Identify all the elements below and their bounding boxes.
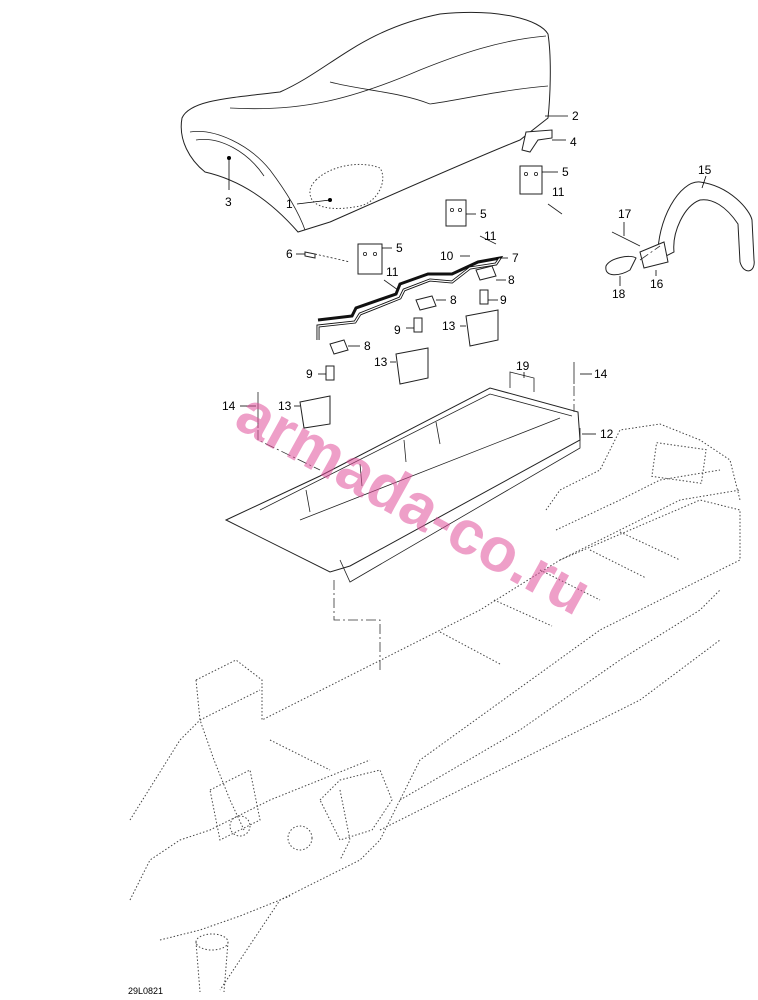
callout-2: 2 bbox=[572, 109, 579, 123]
callout-10: 10 bbox=[440, 249, 454, 263]
callout-5-b: 5 bbox=[480, 207, 487, 221]
seat-cushion bbox=[180, 11, 551, 233]
callout-7: 7 bbox=[512, 251, 519, 265]
seat-base-inner bbox=[195, 138, 265, 177]
callout-13-c: 13 bbox=[442, 319, 456, 333]
callout-19: 19 bbox=[516, 359, 530, 373]
assembly-guide-lines bbox=[257, 245, 661, 670]
screws bbox=[304, 203, 563, 291]
callout-9-a: 9 bbox=[306, 367, 313, 381]
callout-6: 6 bbox=[286, 247, 293, 261]
hinge-upper-right bbox=[519, 165, 543, 195]
callout-5-c: 5 bbox=[396, 241, 403, 255]
callout-18: 18 bbox=[612, 287, 626, 301]
storage-tray-12 bbox=[224, 387, 581, 583]
tray-rim bbox=[259, 393, 573, 511]
bolts-part-9 bbox=[325, 289, 489, 381]
callout-14-b: 14 bbox=[594, 367, 608, 381]
grab-handle bbox=[605, 181, 755, 276]
screw-11-b bbox=[479, 235, 497, 245]
handle-15 bbox=[657, 181, 755, 272]
chassis-tunnel bbox=[129, 423, 741, 993]
seat-seam-mid bbox=[329, 81, 431, 105]
seat-base-edge bbox=[189, 131, 306, 231]
screw-11-a bbox=[547, 203, 563, 215]
callout-labels: 1 2 3 4 5 5 5 6 7 8 8 8 9 9 9 10 11 11 1… bbox=[222, 109, 712, 441]
hinge-left bbox=[357, 243, 383, 275]
seat-seam-front bbox=[229, 35, 547, 110]
clips-part-8 bbox=[329, 265, 497, 355]
callout-11-c: 11 bbox=[386, 265, 399, 279]
callout-11-b: 11 bbox=[484, 229, 497, 243]
leader-lines bbox=[227, 115, 707, 435]
hinge-mid bbox=[445, 199, 467, 227]
callout-9-c: 9 bbox=[500, 293, 507, 307]
callout-13-b: 13 bbox=[374, 355, 388, 369]
callout-4: 4 bbox=[570, 135, 577, 149]
callout-9-b: 9 bbox=[394, 323, 401, 337]
callout-8-b: 8 bbox=[450, 293, 457, 307]
seat-assembly bbox=[180, 11, 551, 233]
hinge-parts bbox=[357, 165, 543, 275]
callout-8-a: 8 bbox=[364, 339, 371, 353]
seat-seam-rear bbox=[429, 85, 549, 105]
callout-1: 1 bbox=[286, 197, 293, 211]
brackets-part-13 bbox=[299, 309, 499, 429]
callout-3: 3 bbox=[225, 195, 232, 209]
clip-18 bbox=[605, 255, 637, 276]
callout-11-a: 11 bbox=[552, 185, 565, 199]
diagram-code: 29L0821 bbox=[128, 986, 163, 996]
screw-6 bbox=[304, 251, 316, 259]
part-4-strap bbox=[521, 129, 553, 153]
callout-5-a: 5 bbox=[562, 165, 569, 179]
callout-14-a: 14 bbox=[222, 399, 236, 413]
callout-13-a: 13 bbox=[278, 399, 292, 413]
callout-8-c: 8 bbox=[508, 273, 515, 287]
screw-11-c bbox=[383, 279, 399, 291]
screw-17 bbox=[611, 231, 641, 247]
plate-16 bbox=[639, 241, 669, 269]
callout-15: 15 bbox=[698, 163, 712, 177]
tray-floor bbox=[299, 417, 561, 521]
callout-12: 12 bbox=[600, 427, 614, 441]
callout-17: 17 bbox=[618, 207, 632, 221]
callout-16: 16 bbox=[650, 277, 664, 291]
wire-part-19 bbox=[509, 371, 535, 392]
